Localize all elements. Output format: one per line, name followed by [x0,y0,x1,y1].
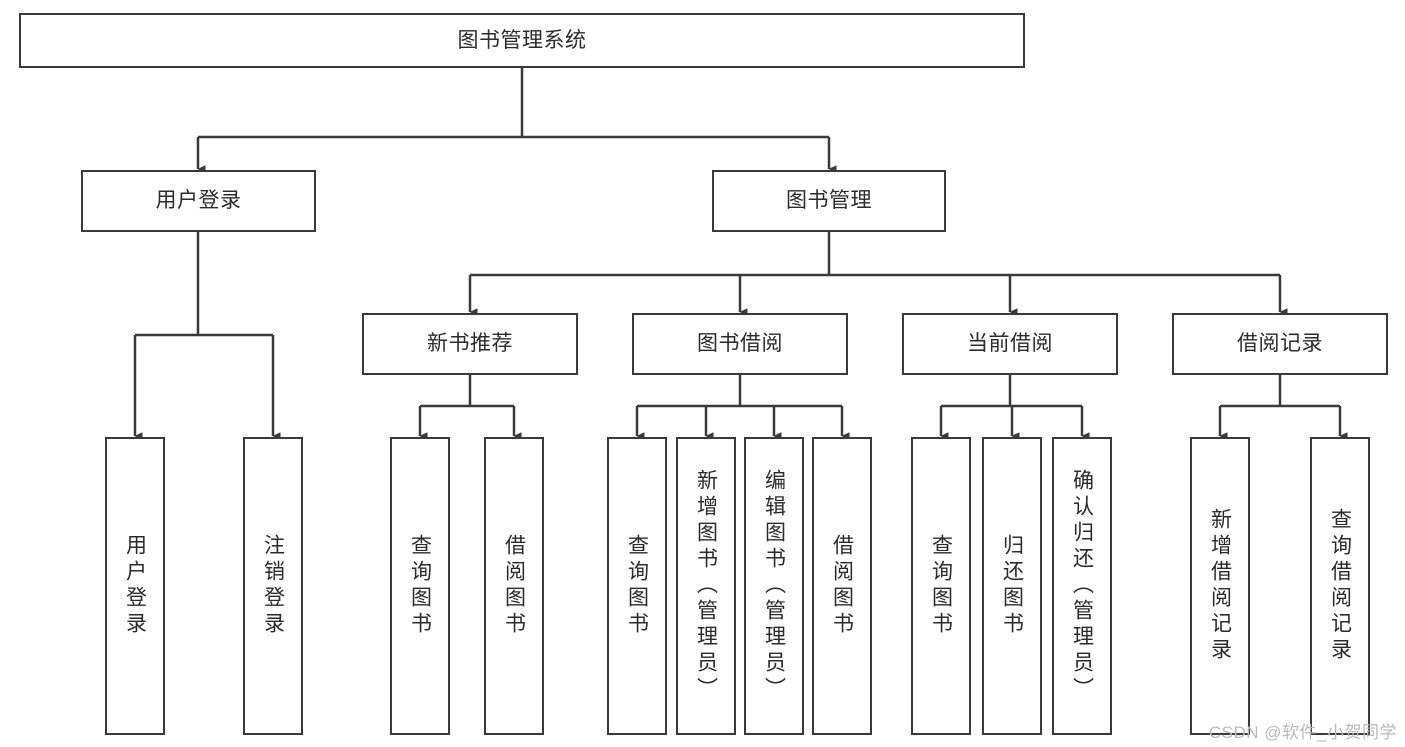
node-leaf-edit-book[interactable]: 编辑图书（管理员） [744,437,804,735]
node-new-book-recommend[interactable]: 新书推荐 [362,313,578,375]
node-leaf-borrow-book-2-label: 借阅图书 [830,534,854,638]
node-root-system-label: 图书管理系统 [457,28,587,52]
node-leaf-borrow-book-1[interactable]: 借阅图书 [484,437,544,735]
node-leaf-return-book[interactable]: 归还图书 [982,437,1042,735]
node-leaf-borrow-book-2[interactable]: 借阅图书 [812,437,872,735]
node-leaf-query-book-1-label: 查询图书 [408,534,432,638]
node-user-login-label: 用户登录 [155,189,242,213]
node-leaf-query-book-2[interactable]: 查询图书 [607,437,667,735]
node-leaf-add-record-label: 新增借阅记录 [1208,508,1232,664]
node-new-book-recommend-label: 新书推荐 [427,332,513,356]
node-leaf-edit-book-label: 编辑图书（管理员） [762,469,786,703]
node-book-borrow[interactable]: 图书借阅 [632,313,848,375]
node-leaf-confirm-return-label: 确认归还（管理员） [1070,469,1094,703]
node-leaf-user-logout[interactable]: 注销登录 [243,437,303,735]
node-borrow-record[interactable]: 借阅记录 [1172,313,1388,375]
node-leaf-return-book-label: 归还图书 [1000,534,1024,638]
node-current-borrow-label: 当前借阅 [967,332,1053,356]
node-user-login[interactable]: 用户登录 [81,170,316,232]
node-leaf-user-login-label: 用户登录 [123,534,147,638]
node-leaf-query-record[interactable]: 查询借阅记录 [1310,437,1370,735]
node-leaf-query-record-label: 查询借阅记录 [1328,508,1352,664]
node-leaf-query-book-3[interactable]: 查询图书 [911,437,971,735]
node-leaf-user-login[interactable]: 用户登录 [105,437,165,735]
node-book-borrow-label: 图书借阅 [697,332,783,356]
node-book-manage-label: 图书管理 [786,189,872,213]
node-current-borrow[interactable]: 当前借阅 [902,313,1118,375]
node-borrow-record-label: 借阅记录 [1237,332,1323,356]
node-leaf-add-book-label: 新增图书（管理员） [694,469,718,703]
node-book-manage[interactable]: 图书管理 [712,170,946,232]
node-leaf-borrow-book-1-label: 借阅图书 [502,534,526,638]
node-leaf-query-book-1[interactable]: 查询图书 [390,437,450,735]
node-leaf-user-logout-label: 注销登录 [261,534,285,638]
node-leaf-query-book-2-label: 查询图书 [625,534,649,638]
node-leaf-add-record[interactable]: 新增借阅记录 [1190,437,1250,735]
node-leaf-add-book[interactable]: 新增图书（管理员） [676,437,736,735]
node-leaf-confirm-return[interactable]: 确认归还（管理员） [1052,437,1112,735]
node-leaf-query-book-3-label: 查询图书 [929,534,953,638]
node-root-system[interactable]: 图书管理系统 [19,13,1025,68]
